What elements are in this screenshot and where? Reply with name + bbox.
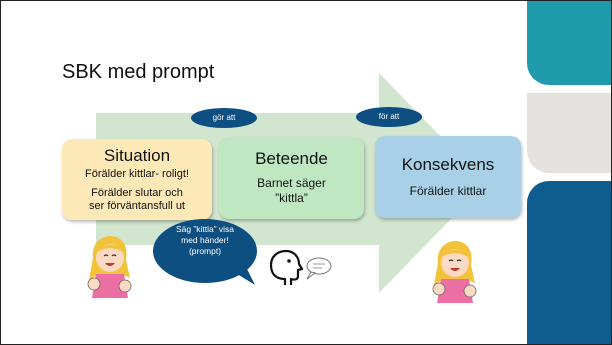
prompt-line-2: med händer! (181, 235, 229, 245)
situation-heading: Situation (103, 146, 171, 165)
connector-gor-att: gör att (191, 108, 257, 128)
situation-line-3: ser förväntansfull ut (89, 200, 185, 212)
beteende-heading: Beteende (255, 149, 328, 168)
laughing-girl-icon (87, 236, 132, 298)
decor-gray-block (527, 93, 611, 173)
slide-title: SBK med prompt (62, 61, 215, 83)
beteende-line-1: Barnet säger (257, 176, 326, 190)
prompt-line-3: (prompt) (188, 246, 222, 256)
decor-teal-block (527, 1, 611, 85)
speech-bubble-shape (153, 219, 257, 285)
prompt-line-1: Säg ”kittla” visa (175, 224, 235, 234)
konsekvens-line-1: Förälder kittlar (409, 184, 487, 198)
konsekvens-heading: Konsekvens (401, 155, 495, 174)
speaking-head-icon (269, 249, 332, 285)
connector-for-att: för att (356, 107, 422, 127)
prompt-speech-bubble: Säg ”kittla” visa med händer! (prompt) (151, 217, 263, 289)
laughing-girl-icon (432, 241, 477, 303)
beteende-line-2: ”kittla” (275, 191, 308, 205)
beteende-box: Beteende Barnet säger ”kittla” (219, 137, 364, 219)
situation-box: Situation Förälder kittlar- roligt! Förä… (62, 139, 212, 220)
situation-line-2: Förälder slutar och (91, 187, 183, 199)
decor-navy-block (527, 181, 611, 344)
konsekvens-box: Konsekvens Förälder kittlar (375, 136, 521, 218)
situation-line-1: Förälder kittlar- roligt! (85, 168, 189, 180)
